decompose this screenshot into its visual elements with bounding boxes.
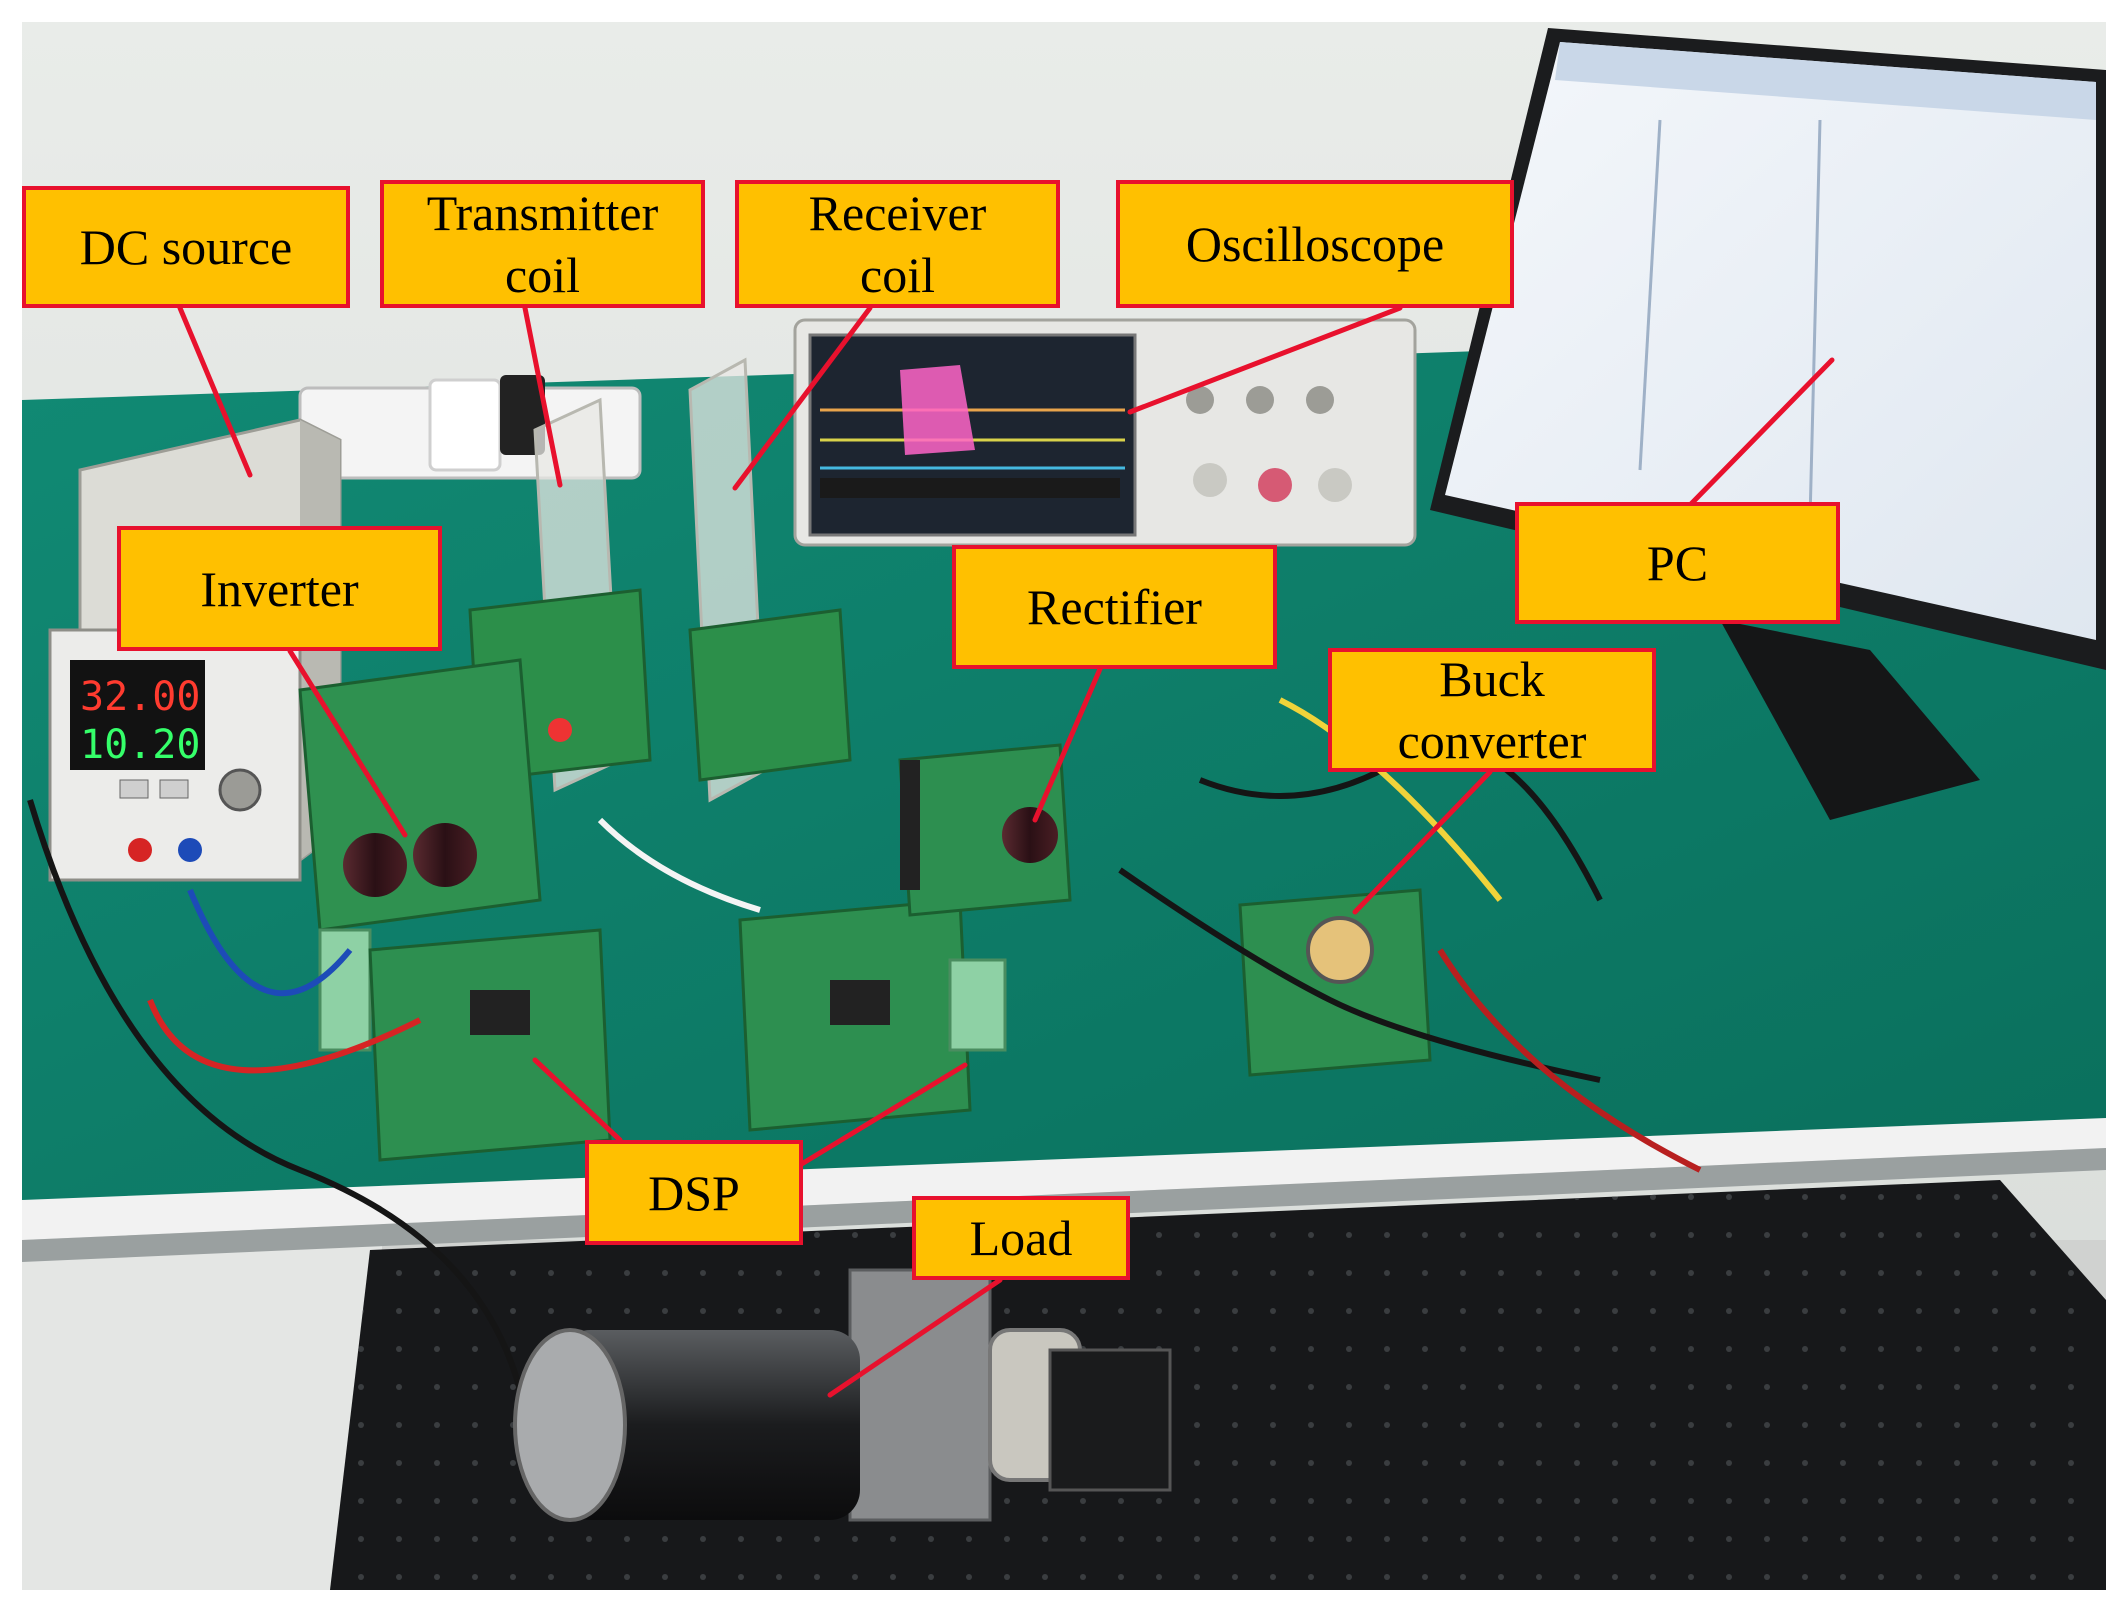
label-dsp-text: DSP: [648, 1164, 740, 1221]
current-readout: 10.20: [80, 722, 200, 768]
label-dc-source: DC source: [22, 186, 350, 308]
leader-line-oscilloscope: [1127, 305, 1403, 415]
label-transmitter-coil: Transmitter coil: [380, 180, 705, 308]
leader-line-dc-source: [177, 305, 253, 478]
label-pc: PC: [1515, 502, 1840, 624]
leader-line-buck-converter: [1352, 769, 1493, 915]
label-rectifier: Rectifier: [952, 545, 1277, 669]
voltage-readout: 32.00: [80, 674, 200, 720]
label-inverter: Inverter: [117, 526, 442, 651]
dsp-board-left: [368, 928, 612, 1162]
leader-line-rectifier: [1032, 666, 1103, 823]
rectifier-board: [898, 743, 1072, 917]
load-motor: [513, 1268, 1172, 1522]
label-transmitter-coil-text: Transmitter coil: [426, 185, 659, 303]
leader-line-receiver-coil: [732, 305, 873, 491]
label-oscilloscope-text: Oscilloscope: [1185, 216, 1445, 272]
label-oscilloscope: Oscilloscope: [1116, 180, 1514, 308]
label-inverter-text: Inverter: [200, 560, 359, 617]
leader-line-pc: [1687, 357, 1835, 508]
label-pc-text: PC: [1646, 535, 1709, 591]
leader-line-load: [827, 1277, 1003, 1398]
leader-line-inverter: [287, 648, 408, 838]
label-receiver-coil: Receiver coil: [735, 180, 1060, 308]
leader-line-dsp-center: [797, 1062, 968, 1168]
oscilloscope-device: [793, 318, 1417, 547]
dsp-board-center: [738, 898, 1007, 1132]
label-rectifier-text: Rectifier: [1027, 579, 1202, 635]
buck-converter-board: [1238, 888, 1432, 1077]
leader-lines: [177, 305, 1835, 1398]
label-dc-source-text: DC source: [79, 219, 293, 275]
label-dsp: DSP: [585, 1140, 803, 1245]
leader-line-transmitter-coil: [522, 305, 563, 488]
label-load-text: Load: [969, 1210, 1073, 1266]
inverter-board: [298, 658, 542, 1052]
label-buck-converter: Buck converter: [1328, 648, 1656, 772]
label-buck-converter-text: Buck converter: [1397, 651, 1587, 769]
label-load: Load: [912, 1196, 1130, 1280]
label-receiver-coil-text: Receiver coil: [808, 185, 987, 303]
leader-line-dsp-left: [532, 1057, 623, 1143]
